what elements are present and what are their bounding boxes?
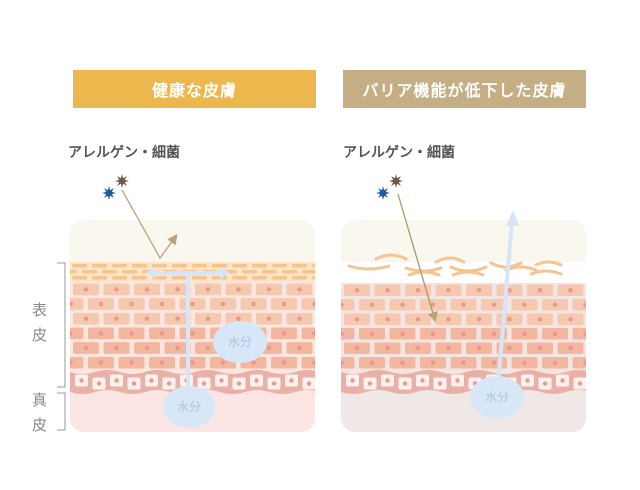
- layer-brackets: [57, 262, 66, 431]
- moisture-bubble: [470, 376, 524, 418]
- moisture-bubble: [163, 386, 215, 428]
- damaged-skin-header: バリア機能が低下した皮膚: [343, 70, 586, 108]
- moisture-loss-arrow: [496, 221, 514, 386]
- epidermal-cell: [603, 299, 629, 311]
- allergen-penetrating-arrow: [397, 193, 438, 323]
- arrow-head: [506, 210, 519, 226]
- allergen-blocked-arrow: [121, 189, 178, 260]
- epidermal-cell: [588, 343, 614, 355]
- arrow-heads: [146, 267, 230, 279]
- epidermal-cell: [603, 328, 629, 340]
- corneum-flake: [534, 260, 563, 267]
- allergen-label-right: アレルゲン・細菌: [343, 145, 455, 161]
- bacteria-icon: [389, 174, 403, 188]
- epidermal-cell: [317, 313, 343, 325]
- moisture-label: 水分: [177, 400, 201, 414]
- epidermal-cell: [588, 285, 614, 297]
- allergen-icon: [102, 186, 116, 200]
- epidermal-cell: [314, 343, 340, 355]
- corneum-flake: [347, 264, 391, 271]
- healthy-skin-header: 健康な皮膚: [73, 70, 316, 108]
- epidermal-cell: [588, 314, 614, 326]
- corneum-flake: [434, 256, 466, 264]
- moisture-bubble: [213, 321, 267, 363]
- corneum-flake: [529, 269, 563, 276]
- moisture-label: 水分: [485, 390, 509, 404]
- moisture-label: 水分: [228, 335, 252, 349]
- dermis-layer: [341, 390, 586, 432]
- allergen-label-left: アレルゲン・細菌: [68, 145, 180, 161]
- epidermal-cell: [317, 342, 343, 354]
- epidermal-cell: [317, 284, 343, 296]
- dermis-label: 真皮: [32, 391, 48, 434]
- epidermal-cell: [603, 357, 629, 369]
- allergen-icon: [376, 186, 390, 200]
- corneum-flake: [407, 270, 441, 277]
- bacteria-icon: [115, 174, 129, 188]
- epidermis-label: 表皮: [32, 301, 48, 344]
- epidermal-cell: [314, 314, 340, 326]
- epidermal-cell: [314, 285, 340, 297]
- corneum-flake: [489, 261, 523, 269]
- corneum-flake: [451, 270, 485, 277]
- corneum-flake: [374, 253, 408, 261]
